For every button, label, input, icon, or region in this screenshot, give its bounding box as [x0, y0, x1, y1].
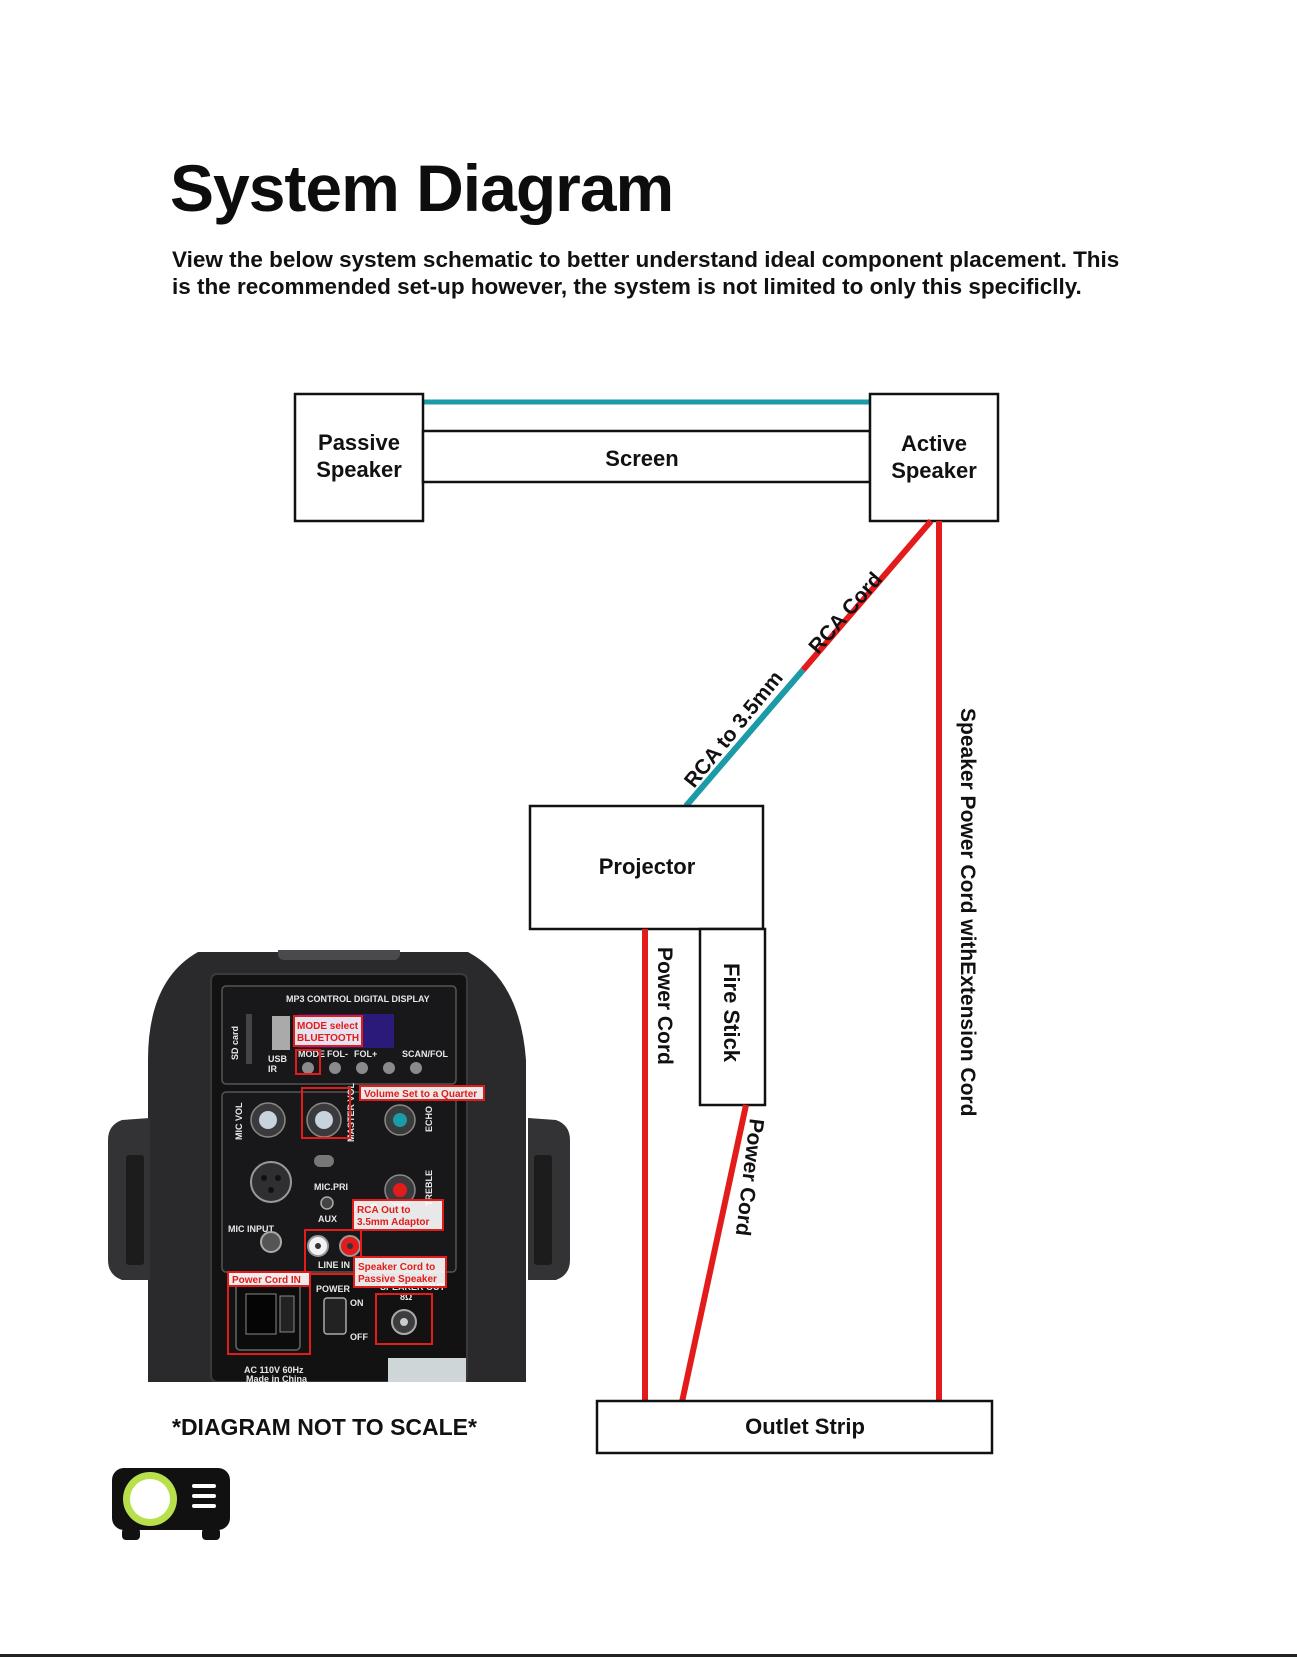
firestick-power-line [679, 1104, 749, 1403]
active-speaker-box: Active Speaker [868, 392, 1000, 523]
on-label: ON [350, 1298, 364, 1308]
active-speaker-label-line2: Speaker [891, 458, 977, 483]
callout-rca-line1: RCA Out to [357, 1205, 411, 1216]
projector-logo-icon [112, 1468, 230, 1540]
projector-box: Projector [528, 804, 765, 931]
callout-power-text: Power Cord IN [232, 1275, 301, 1286]
active-speaker-label-line1: Active [901, 431, 967, 456]
usb-label: USB [268, 1054, 288, 1064]
power-label: POWER [316, 1284, 351, 1294]
mic-vol-label: MIC VOL [234, 1102, 244, 1140]
echo-label: ECHO [424, 1106, 434, 1132]
aux-label: AUX [318, 1214, 337, 1224]
off-label: OFF [350, 1332, 368, 1342]
mp3-buttons: MODE FOL- FOL+ SCAN/FOL [298, 1049, 449, 1074]
mic-jack [260, 1231, 282, 1253]
passive-speaker-label-line2: Speaker [316, 457, 402, 482]
ir-label: IR [268, 1064, 278, 1074]
scale-note: *DIAGRAM NOT TO SCALE* [172, 1414, 477, 1440]
aux-jack [320, 1196, 334, 1210]
mic-vol-knob: MIC VOL [234, 1102, 286, 1140]
callout-rca-out: RCA Out to 3.5mm Adaptor [304, 1199, 444, 1275]
callout-volume: Volume Set to a Quarter [301, 1085, 485, 1139]
callout-mode-line1: MODE select [297, 1021, 359, 1032]
mic-pri-label: MIC.PRI [314, 1182, 348, 1192]
button-fol-minus-label: FOL- [327, 1049, 348, 1059]
speaker-back-panel: MP3 CONTROL DIGITAL DISPLAY SD card USB … [108, 950, 570, 1382]
sd-label: SD card [230, 1026, 240, 1060]
projector-label: Projector [599, 854, 696, 879]
screen-label: Screen [605, 446, 678, 471]
button-fol-plus-label: FOL+ [354, 1049, 377, 1059]
rca-cord-label: RCA Cord [804, 568, 887, 658]
usb-port [272, 1016, 290, 1050]
callout-mode-line2: BLUETOOTH [297, 1033, 359, 1044]
callout-mode: MODE select BLUETOOTH [293, 1015, 363, 1075]
line-in-label: LINE IN [318, 1260, 350, 1270]
ohms-label: 8Ω [400, 1292, 412, 1302]
button-mode-label: MODE [298, 1049, 325, 1059]
passive-speaker-label-line1: Passive [318, 430, 400, 455]
display-header: MP3 CONTROL DIGITAL DISPLAY [286, 994, 430, 1004]
echo-knob: ECHO [384, 1104, 434, 1136]
rca-to-35mm-line [683, 668, 806, 808]
mic-xlr-jack [250, 1161, 292, 1203]
page-description: View the below system schematic to bette… [172, 247, 1120, 299]
fire-stick-label: Fire Stick [719, 963, 744, 1063]
outlet-strip-box: Outlet Strip [595, 1399, 994, 1455]
callout-speaker-line1: Speaker Cord to [358, 1262, 435, 1273]
callout-rca-line2: 3.5mm Adaptor [357, 1217, 430, 1228]
rca-cord-line [800, 519, 934, 672]
mic-pri-switch [314, 1155, 334, 1167]
callout-volume-text: Volume Set to a Quarter [364, 1089, 477, 1100]
screen-box: Screen [421, 429, 872, 484]
treble-label: TREBLE [424, 1170, 434, 1206]
projector-power-label: Power Cord [653, 947, 676, 1065]
rca-to-35mm-label: RCA to 3.5mm [680, 667, 788, 792]
mic-input-label: MIC INPUT [228, 1224, 275, 1234]
ac-rating-label: AC 110V 60Hz [244, 1365, 304, 1375]
outlet-strip-label: Outlet Strip [745, 1414, 865, 1439]
callout-speaker-line2: Passive Speaker [358, 1274, 437, 1285]
power-switch [323, 1297, 347, 1335]
callout-power-in: Power Cord IN [227, 1271, 311, 1355]
callout-speaker-cord: Speaker Cord to Passive Speaker [353, 1256, 447, 1345]
page-title: System Diagram [170, 151, 674, 225]
made-in-label: Made in China [246, 1374, 308, 1382]
passive-speaker-box: Passive Speaker [293, 392, 425, 523]
speaker-power-label: Speaker Power Cord withExtension Cord [956, 708, 979, 1116]
fire-stick-box: Fire Stick [698, 927, 767, 1107]
firestick-power-label: Power Cord [731, 1117, 768, 1237]
bottom-rule [0, 1654, 1297, 1657]
button-scan-label: SCAN/FOL [402, 1049, 449, 1059]
